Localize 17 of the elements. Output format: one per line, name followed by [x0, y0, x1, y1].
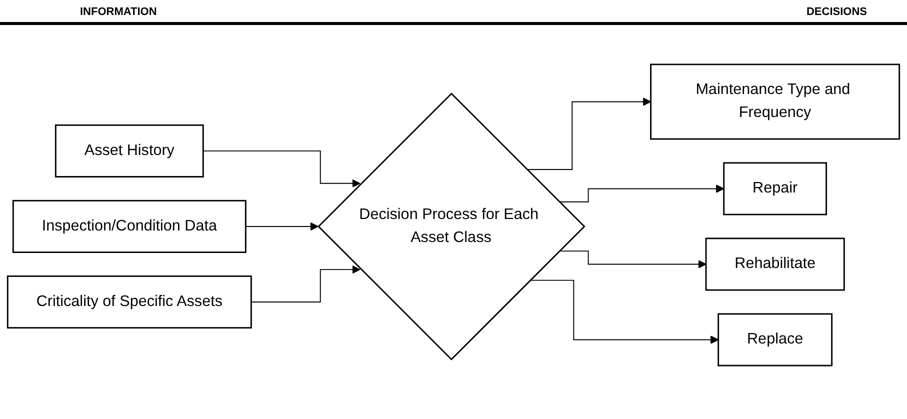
node-box: Repair	[723, 162, 827, 216]
node-box: Rehabilitate	[705, 238, 845, 291]
arrow	[558, 184, 724, 202]
arrow	[526, 98, 652, 170]
node-box: Replace	[718, 313, 833, 366]
node-diamond: Decision Process for Each Asset Class	[318, 92, 586, 360]
arrow	[250, 265, 360, 302]
arrow	[530, 280, 719, 344]
arrow	[202, 150, 360, 188]
arrow	[558, 250, 706, 268]
node-box: Inspection/Condition Data	[12, 200, 246, 253]
column-heading: INFORMATION	[80, 6, 157, 18]
node-box: Maintenance Type and Frequency	[650, 64, 900, 140]
node-box: Criticality of Specific Assets	[6, 275, 252, 329]
column-heading: DECISIONS	[806, 6, 867, 18]
arrow	[245, 222, 318, 231]
node-box: Asset History	[54, 124, 204, 178]
